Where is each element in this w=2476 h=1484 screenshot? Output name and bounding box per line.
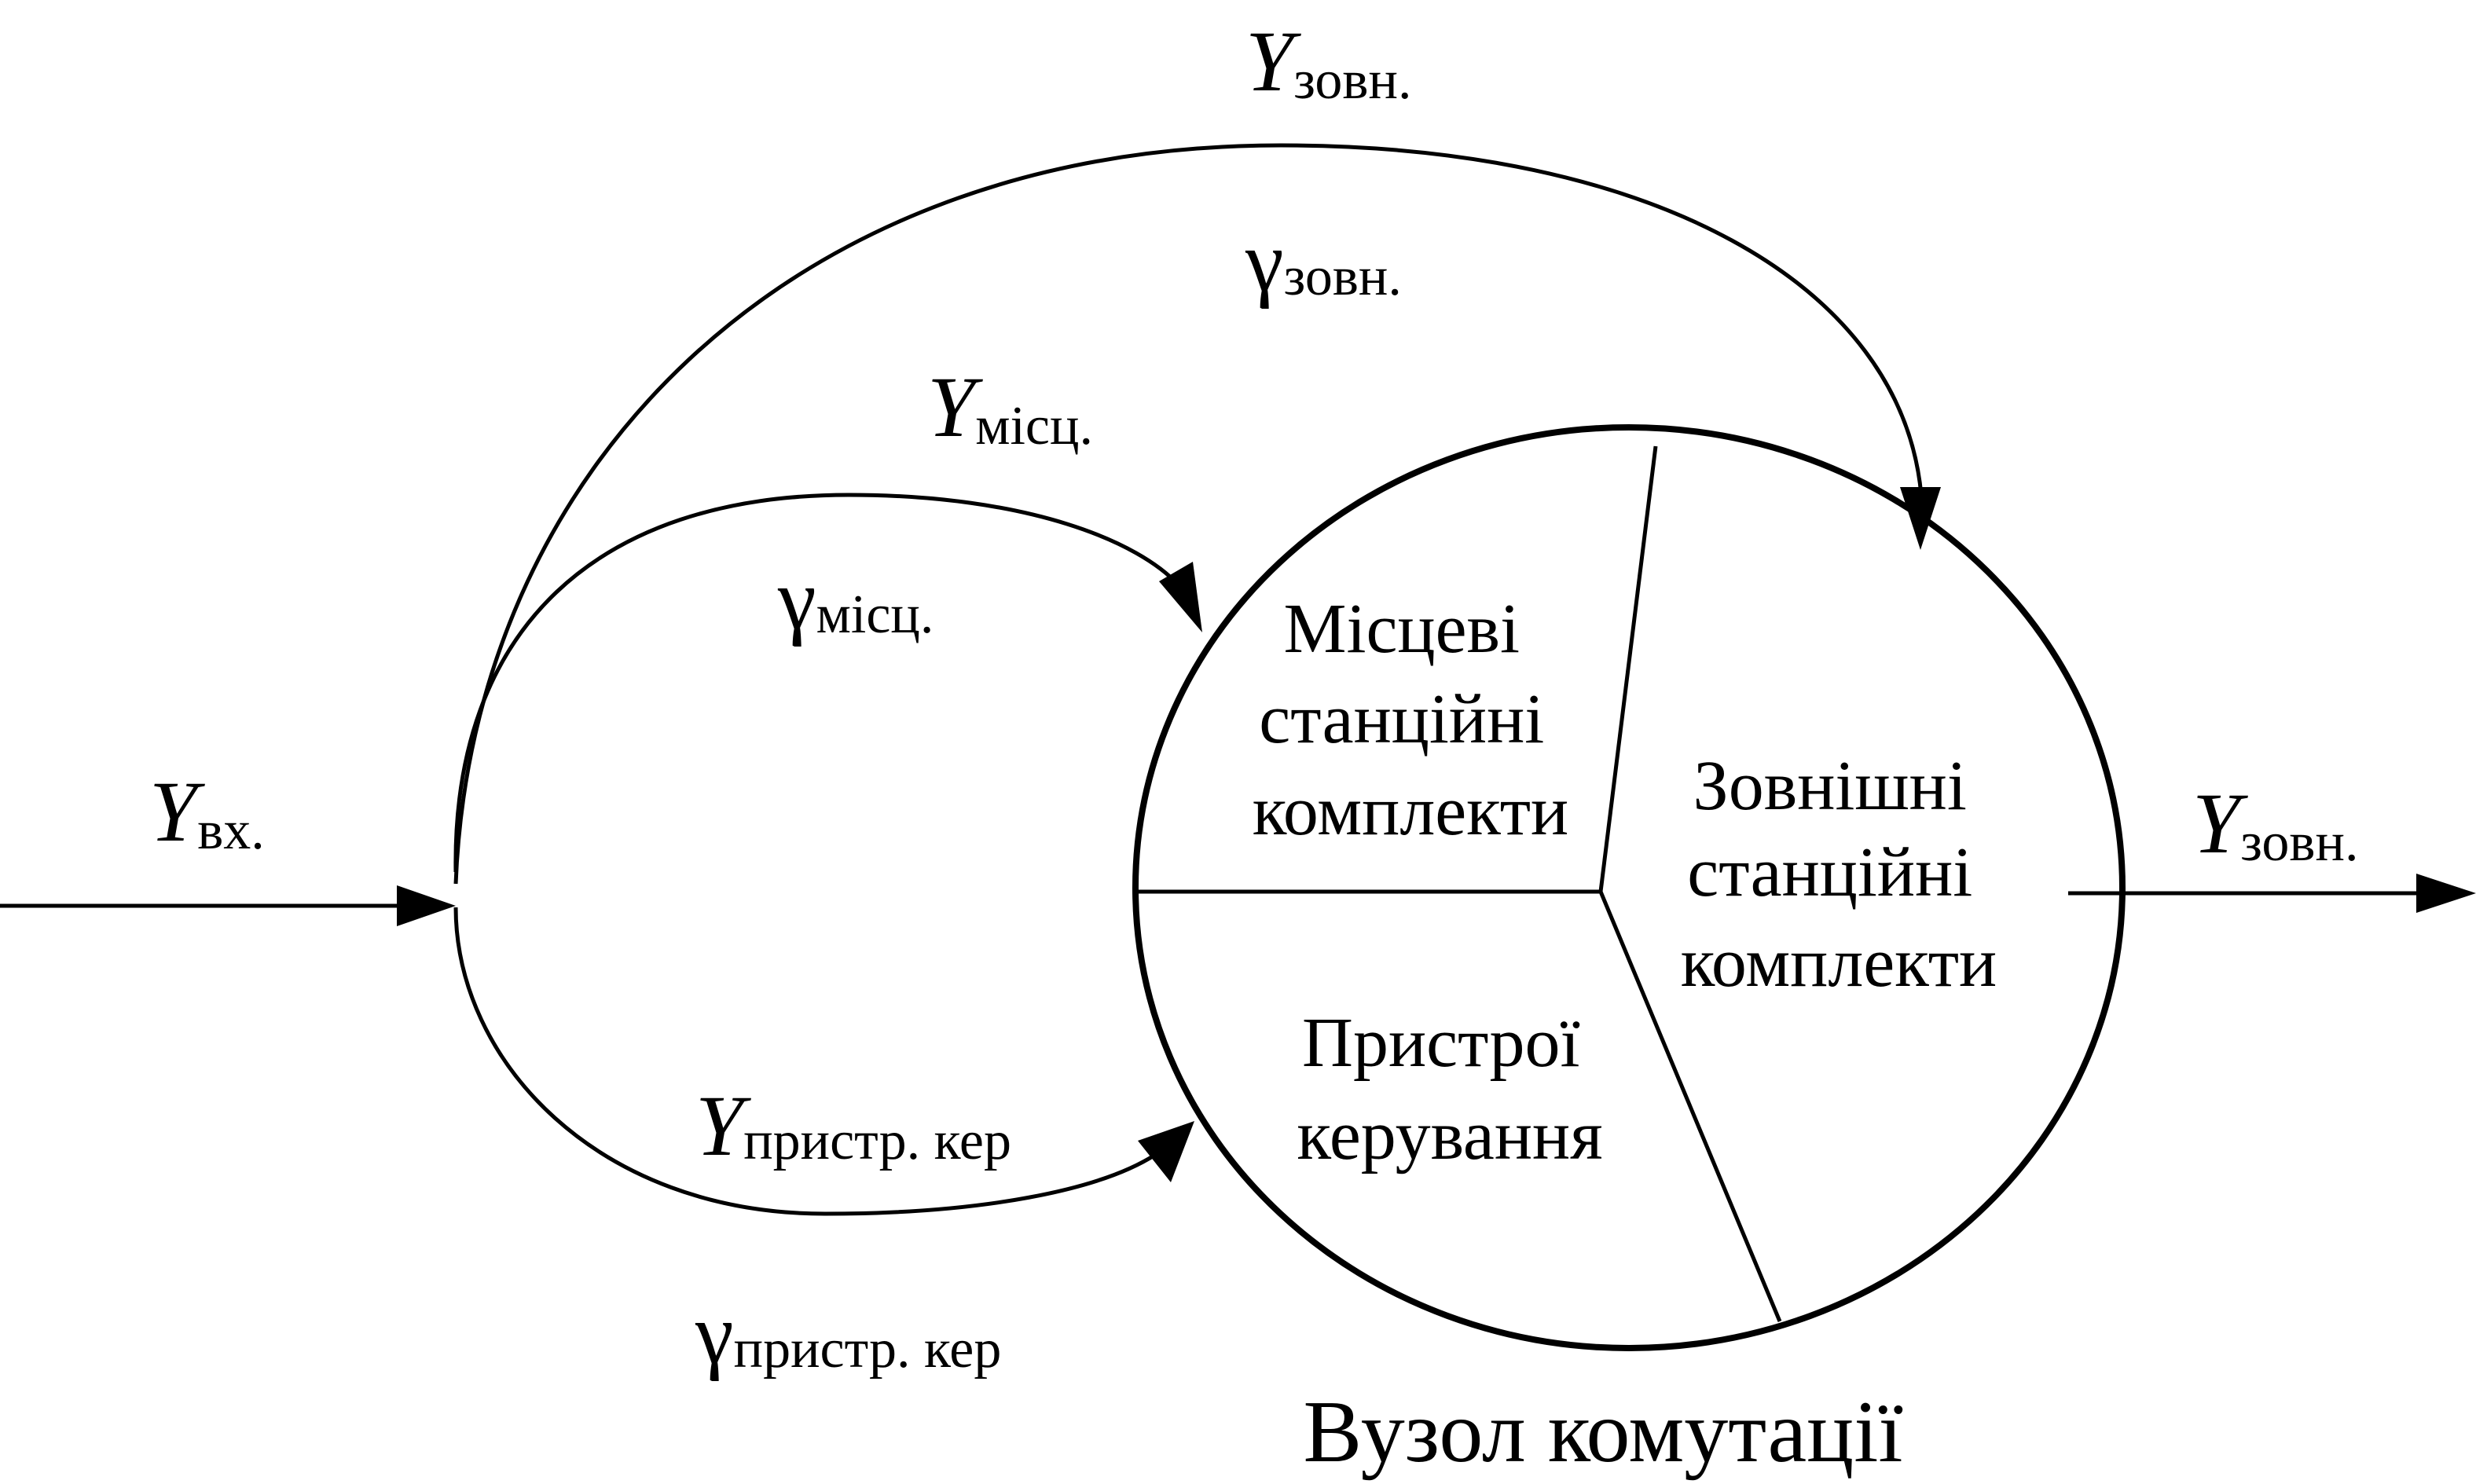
local-route-arc	[453, 493, 1202, 873]
control-devices-label: Пристрої керування	[1297, 1004, 1602, 1174]
control-route-arc	[453, 907, 1194, 1216]
diagram-caption: Вузол комутації	[1304, 1383, 1903, 1481]
output-arrow	[2068, 874, 2476, 913]
local-station-kits-label: Місцеві станційні комплекти	[1253, 590, 1568, 850]
output-flow-label: Yзовн.	[2192, 775, 2358, 873]
switching-node-circle	[1132, 424, 2126, 1351]
local-gamma-label: γмісц.	[777, 551, 934, 647]
input-arrow	[0, 885, 456, 926]
external-flow-label-top: Yзовн.	[1245, 13, 1411, 111]
local-flow-label: Yмісц.	[927, 359, 1093, 456]
control-gamma-label: γпристр. кер	[695, 1286, 1001, 1382]
external-station-kits-label: Зовнішні станційні комплекти	[1681, 747, 1997, 1002]
control-flow-label: Yпристр. кер	[695, 1078, 1011, 1174]
external-gamma-label: γзовн.	[1245, 214, 1402, 310]
input-flow-label: Yвх.	[149, 764, 265, 861]
